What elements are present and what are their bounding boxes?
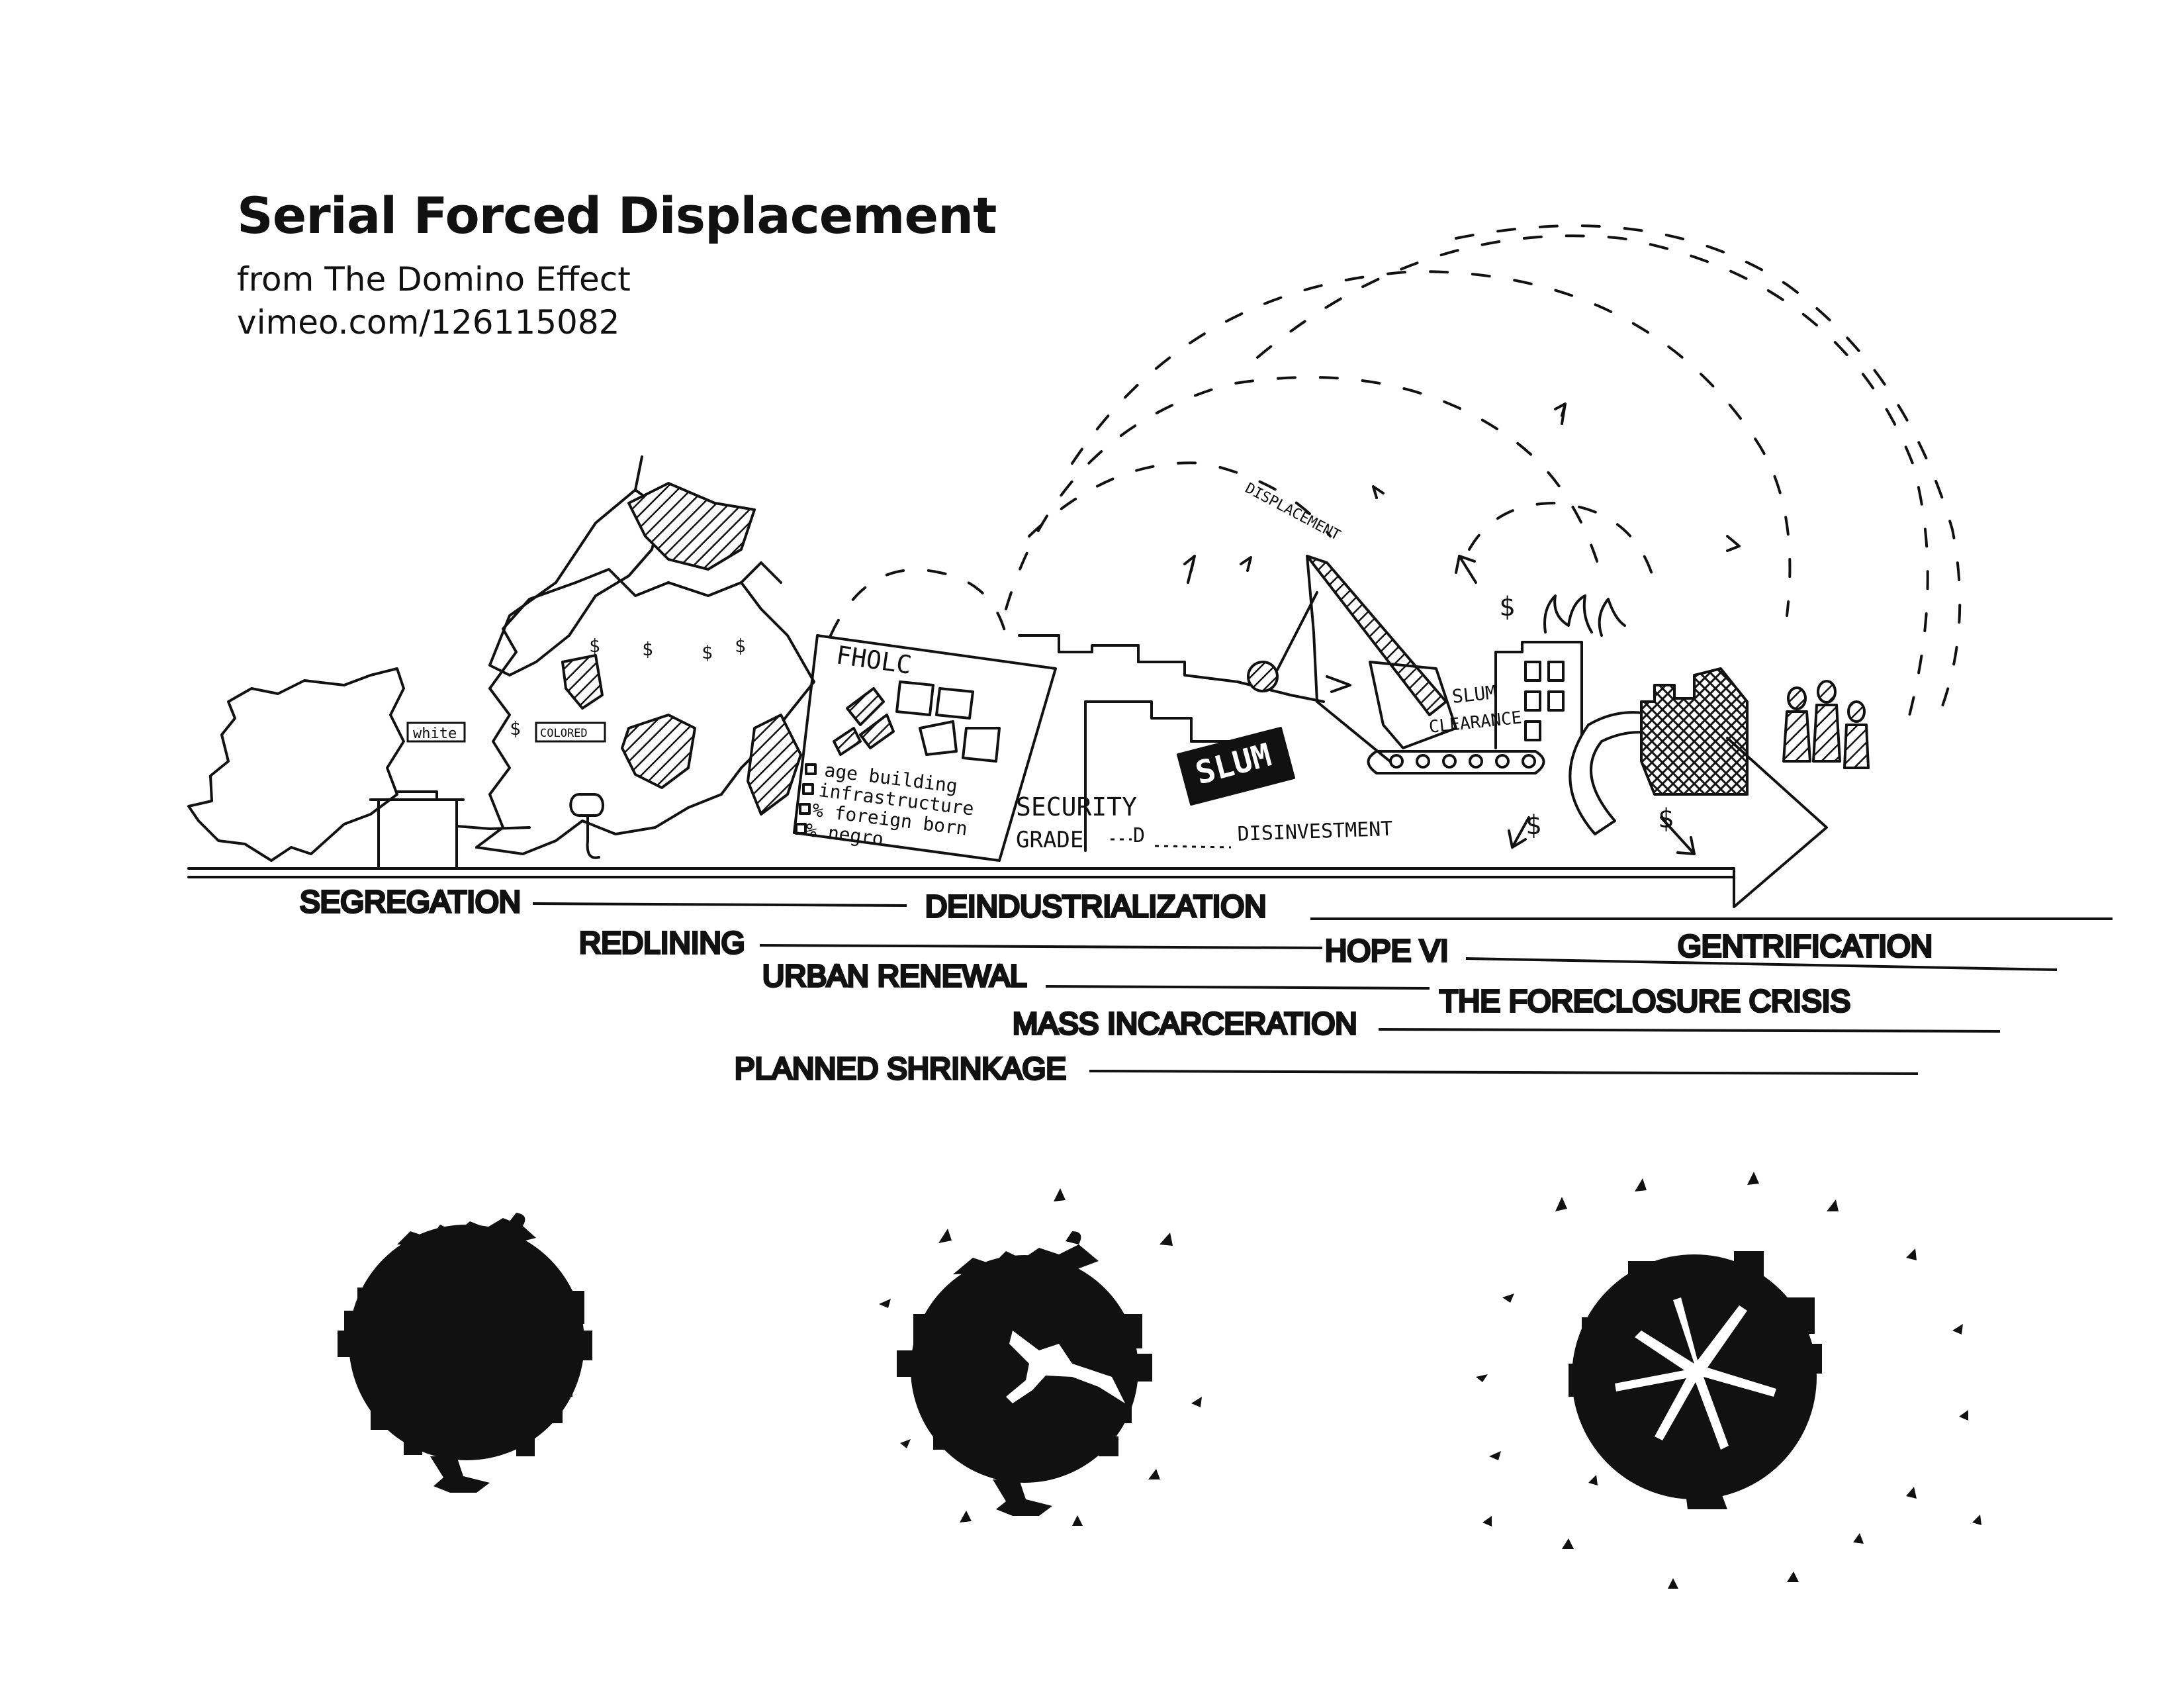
slum-clearance-label-1: SLUM	[1451, 681, 1498, 708]
slum-sign	[1177, 727, 1295, 806]
fholc-board	[793, 634, 1057, 862]
dollar-sign-3: $	[642, 638, 653, 660]
brooklyn-hatch	[621, 714, 696, 789]
security-label-2: GRADE	[1016, 827, 1083, 853]
timeline-line-hope-vi	[1465, 957, 2058, 971]
security-label-1: SECURITY	[1016, 792, 1137, 821]
dollar-sign-7: $	[1525, 810, 1541, 841]
timeline-line-segregation	[532, 902, 907, 907]
timeline-label-segregation: SEGREGATION	[300, 884, 521, 919]
dollar-sign-1: $	[510, 718, 521, 739]
timeline-line-redlining	[759, 944, 1323, 949]
queens-hatch	[747, 714, 802, 816]
shatter-cracks	[1615, 1297, 1776, 1450]
flames	[1543, 594, 1626, 637]
planet-intact	[338, 1213, 592, 1493]
dollar-sign-2: $	[589, 635, 600, 657]
timeline-label-deindustrialization: DEINDUSTRIALIZATION	[925, 889, 1266, 923]
white-sign: white	[413, 726, 457, 742]
crack	[1006, 1331, 1125, 1403]
header: Serial Forced Displacement from The Domi…	[237, 186, 997, 344]
skyline	[1018, 634, 1325, 703]
wrecking-ball	[1247, 661, 1279, 692]
manhattan-hatch	[561, 654, 604, 710]
gentrified-housing	[1640, 667, 1749, 796]
dollar-sign-4: $	[702, 641, 713, 663]
debris	[879, 1188, 1202, 1526]
subtitle: from The Domino Effect	[237, 260, 631, 299]
planet-cracked	[879, 1188, 1202, 1526]
fholc-lots	[895, 680, 1001, 763]
timeline-label-planned-shrinkage: PLANNED SHRINKAGE	[735, 1051, 1066, 1086]
dollar-arrow-down-left	[1508, 816, 1530, 849]
people-silhouettes	[1782, 680, 1870, 769]
sketch-scene	[187, 224, 1962, 908]
displacement-arcs	[829, 224, 1962, 729]
timeline-label-mass-incarceration: MASS INCARCERATION	[1013, 1006, 1357, 1041]
dollar-sign-8: $	[1658, 804, 1674, 834]
us-map	[187, 667, 405, 862]
water-fountain	[377, 798, 458, 870]
timeline-label-hope-vi: HOPE VI	[1325, 933, 1449, 968]
bulldozer	[1369, 661, 1457, 749]
timeline-label-redlining: REDLINING	[579, 925, 745, 960]
security-grade: D	[1133, 824, 1145, 847]
timeline-label-urban-renewal: URBAN RENEWAL	[762, 959, 1027, 993]
nyc-map	[475, 568, 815, 855]
tower-building	[1494, 641, 1583, 749]
timeline-label-gentrification: GENTRIFICATION	[1678, 929, 1933, 963]
drinking-fountain	[569, 793, 604, 859]
displacement-label: DISPLACEMENT	[1242, 480, 1343, 544]
timeline: SEGREGATION DEINDUSTRIALIZATION REDLININ…	[298, 883, 2113, 1087]
page-title: Serial Forced Displacement	[237, 186, 997, 245]
timeline-label-foreclosure-crisis: THE FORECLOSURE CRISIS	[1439, 984, 1850, 1018]
fholc-blocks	[833, 687, 895, 756]
dollar-sign-6: $	[1499, 592, 1515, 622]
dollar-arrow-up	[1455, 555, 1477, 584]
colored-sign: COLORED	[540, 727, 588, 740]
bronx-hatch	[627, 482, 756, 571]
timeline-line-planned-shrinkage	[1089, 1070, 1919, 1075]
planet-shattered	[1476, 1172, 1981, 1589]
timeline-line-urban-renewal	[1045, 985, 1430, 990]
timeline-line-mass-incarceration	[1378, 1028, 2001, 1033]
sketch-labels: white COLORED $ $ $ $ $ FHOLC age buildi…	[406, 480, 1674, 853]
debris	[1476, 1172, 1981, 1589]
slum-clearance-label-2: CLEARANCE	[1428, 708, 1523, 737]
bulldozer-tracks	[1367, 750, 1545, 774]
dollar-arrow-down-right	[1660, 816, 1696, 855]
dollar-sign-5: $	[735, 635, 746, 657]
video-link[interactable]: vimeo.com/126115082	[237, 303, 620, 342]
disinvestment-label: DISINVESTMENT	[1237, 818, 1393, 846]
manhattan	[488, 489, 663, 677]
arrow-right	[1726, 737, 1828, 908]
